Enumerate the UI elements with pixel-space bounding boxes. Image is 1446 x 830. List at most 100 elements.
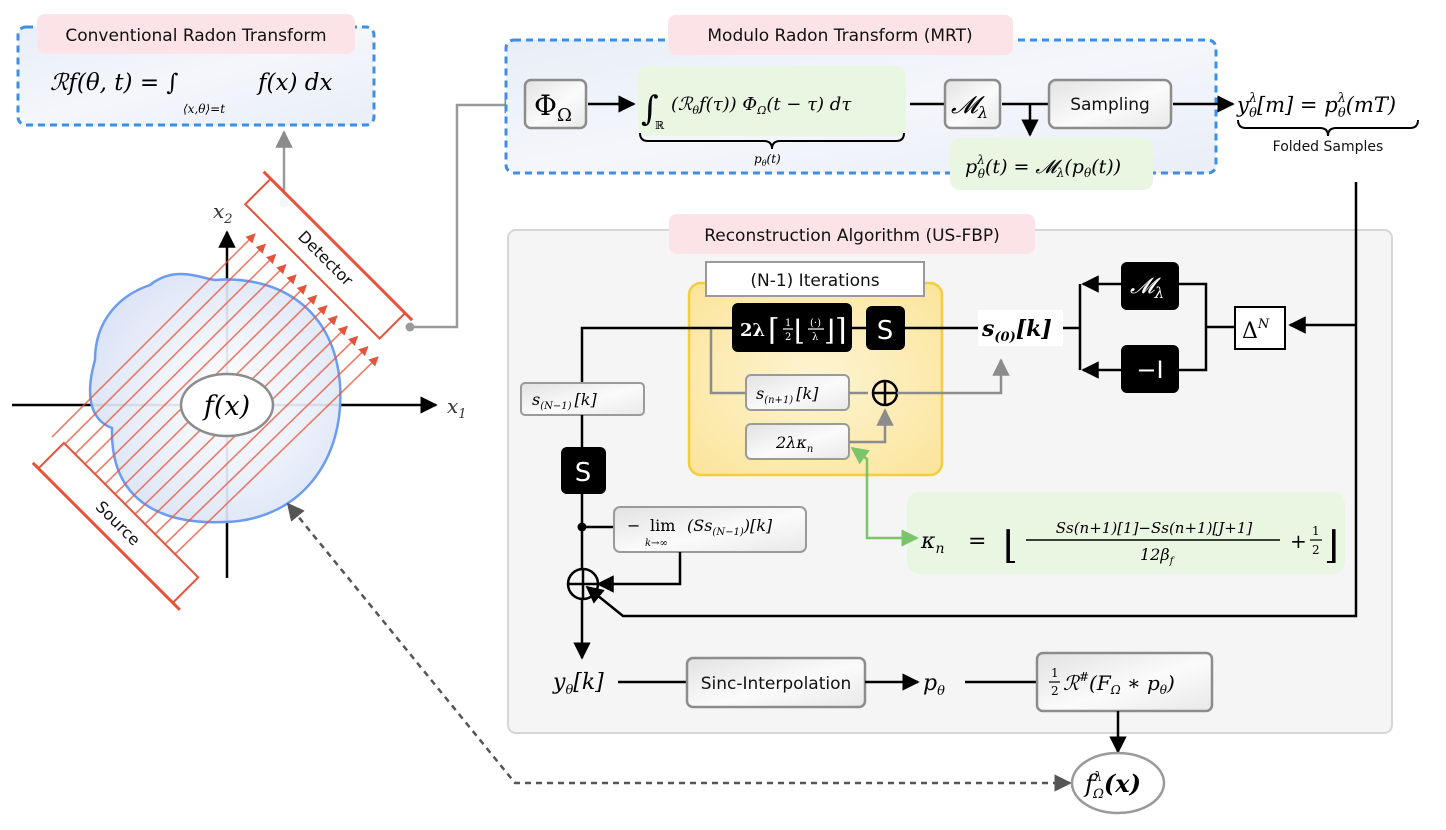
detector-plate — [262, 170, 414, 322]
folded-formula-box — [950, 138, 1153, 190]
backprojection-half-den: 2 — [1051, 684, 1059, 698]
reconstruction-title: Reconstruction Algorithm (US-FBP) — [704, 226, 1000, 246]
rounding-ceil-right: ⌉ — [835, 313, 847, 348]
finite-difference-block — [1234, 306, 1286, 350]
conventional-radon-panel: Conventional Radon Transform ℛf(θ, t) = … — [16, 14, 376, 127]
integral-body: (ℛθf(τ)) ΦΩ(t − τ) dτ — [671, 94, 852, 117]
detector: Detector — [243, 170, 414, 340]
adder-to-s0-arrow — [897, 358, 1010, 395]
integral-sign: ∫ — [641, 89, 659, 129]
folded-samples-label: Folded Samples — [1273, 139, 1384, 155]
s0-label: s(0)[k] — [981, 316, 1052, 345]
x1-label: x1 — [447, 394, 467, 422]
x2-label: x2 — [213, 199, 233, 227]
rounding-floor-left: ⌊ — [794, 314, 805, 347]
rounding-ceil-left: ⌈ — [768, 313, 780, 348]
iterations-block: (N-1) Iterations 2λ ⌈ 1 2 ⌊ (·) λ ⌋ ⌉ S … — [687, 261, 944, 477]
kappa-half-den: 2 — [1312, 543, 1320, 557]
mrt-title-tab — [668, 15, 1013, 55]
iterations-label-box — [705, 261, 925, 297]
geometry-scene: x1 x2 Detector Source f(x) — [12, 170, 467, 611]
phi-filter-block — [523, 78, 588, 130]
integral-green-box — [638, 66, 906, 136]
phi-filter-label: ΦΩ — [534, 89, 572, 126]
backprojection-formula: ℛ#(FΩ ∗ pθ) — [1063, 670, 1175, 697]
conventional-title: Conventional Radon Transform — [65, 26, 326, 46]
ray-line — [161, 346, 369, 548]
rounding-floor-right: ⌋ — [824, 314, 835, 347]
integral-domain: ℝ — [655, 119, 665, 132]
modulo-operator-block — [1121, 262, 1179, 310]
limit-subscript: k→∞ — [645, 538, 668, 549]
rounding-branch-line — [709, 328, 746, 395]
negative-identity-block — [1121, 345, 1179, 393]
rounding-half-den: 2 — [785, 332, 791, 343]
object-function-ellipse — [179, 372, 275, 438]
s-n-plus-1-label: s(n+1)[k] — [756, 384, 819, 406]
limit-operator: lim — [650, 516, 675, 535]
kappa-half-num: 1 — [1312, 524, 1320, 538]
kappa-denominator: 12βf — [1140, 545, 1176, 567]
modulo-block — [943, 78, 1002, 130]
reconstruction-box — [507, 229, 1393, 734]
kappa-floor-left: ⌊ — [1003, 523, 1018, 567]
conventional-title-tab — [37, 14, 355, 54]
sampling-label: Sampling — [1070, 95, 1150, 115]
kappa-plus: + — [1290, 529, 1307, 553]
ray-line — [81, 264, 287, 468]
summation-operator-label: S — [877, 316, 894, 346]
folded-samples-underbrace — [1237, 119, 1419, 137]
kappa-numerator: Ss(n+1)[1]−Ss(n+1)[J+1] — [1056, 519, 1253, 537]
rounding-frac-num: (·) — [810, 318, 821, 329]
modulo-label: 𝓜λ — [951, 91, 988, 122]
rounding-operator-prefix: 2λ — [740, 320, 765, 341]
final-summation-block — [561, 447, 606, 494]
sinc-interpolation-label: Sinc-Interpolation — [701, 674, 852, 694]
ray-line — [151, 335, 359, 538]
conventional-formula-rhs: f(x) dx — [256, 70, 332, 96]
summation-operator-block — [866, 306, 905, 350]
output-ellipse — [1070, 751, 1166, 815]
finite-difference-label: ΔN — [1242, 317, 1270, 344]
negative-identity-label: −I — [1136, 356, 1163, 384]
kappa-to-adder-arrow — [849, 408, 894, 444]
modulo-operator-label: 𝓜λ — [1130, 274, 1164, 302]
ray-line — [171, 356, 379, 558]
conventional-formula-lhs: ℛf(θ, t) = ∫ — [50, 70, 178, 96]
ray-line — [91, 274, 297, 478]
integral-underbrace — [639, 132, 905, 150]
source-plate — [31, 461, 181, 611]
mrt-panel: Modulo Radon Transform (MRT) ΦΩ ∫ ℝ (ℛθf… — [504, 15, 1218, 190]
backprojection-half-num: 1 — [1051, 666, 1059, 680]
detector-bottom-node — [405, 322, 415, 332]
ray-line — [61, 243, 266, 448]
conventional-formula-subscript: ⟨x,θ⟩=t — [183, 102, 225, 116]
reconstruction-title-tab — [669, 214, 1035, 254]
y-theta-label: yθ[k] — [552, 670, 604, 698]
s-n-minus-1-label: s(N−1)[k] — [532, 390, 597, 412]
iteration-output-line — [580, 326, 732, 388]
rounding-operator-block — [732, 303, 852, 352]
rounding-frac-den: λ — [812, 332, 819, 343]
ray-line — [51, 233, 256, 438]
iterations-label: (N-1) Iterations — [750, 271, 879, 291]
reconstruction-panel: Reconstruction Algorithm (US-FBP) — [507, 214, 1393, 734]
object-function-label: f(x) — [202, 391, 250, 422]
sampling-block — [1047, 78, 1173, 130]
kappa-formula-equals: = — [968, 529, 986, 554]
kappa-floor-right: ⌋ — [1324, 523, 1339, 567]
difference-branch: 𝓜λ −I ΔN — [1063, 262, 1286, 393]
brace-label: pθ(t) — [754, 152, 781, 168]
kappa-block-label: 2λκn — [775, 433, 813, 455]
rounding-half-num: 1 — [785, 318, 791, 329]
s0-label-bg — [978, 310, 1063, 346]
final-summation-label: S — [575, 458, 592, 488]
limit-minus: − — [627, 516, 640, 535]
comparison-dashed-arrow — [286, 502, 1072, 792]
